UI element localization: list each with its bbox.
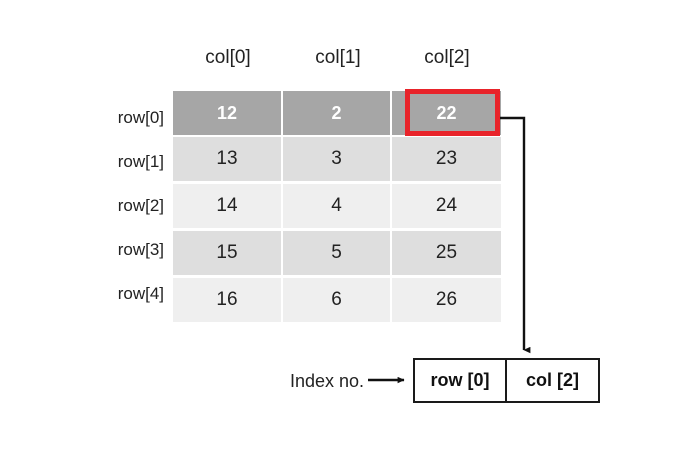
table-cell: 14 — [173, 184, 283, 228]
table-cell: 5 — [283, 231, 392, 275]
index-notation-box: row [0] col [2] — [413, 358, 600, 403]
row-label-row2: row[2] — [117, 196, 164, 215]
table-row: 12 2 22 — [173, 91, 501, 135]
row-label-row1: row[1] — [117, 152, 164, 171]
table-cell: 16 — [173, 278, 283, 322]
row-label-row4: row[4] — [117, 284, 164, 303]
table-cell: 12 — [173, 91, 283, 135]
table-cell: 24 — [392, 184, 501, 228]
table-cell: 13 — [173, 137, 283, 181]
row-label-row0: row[0] — [117, 108, 164, 127]
table-row: 15 5 25 — [173, 231, 501, 275]
table-cell: 4 — [283, 184, 392, 228]
row-label-row3: row[3] — [117, 240, 164, 259]
index-col-cell: col [2] — [525, 370, 579, 390]
matrix-grid: 12 2 22 13 3 23 14 4 24 15 5 25 16 6 26 — [173, 91, 501, 327]
table-row: 14 4 24 — [173, 184, 501, 228]
table-cell: 6 — [283, 278, 392, 322]
table-cell: 23 — [392, 137, 501, 181]
column-header-col1: col[1] — [315, 47, 361, 68]
table-cell: 26 — [392, 278, 501, 322]
cell-to-index-connector — [500, 116, 531, 354]
index-row-cell: row [0] — [415, 360, 507, 401]
table-cell: 25 — [392, 231, 501, 275]
table-cell: 2 — [283, 91, 392, 135]
table-row: 13 3 23 — [173, 137, 501, 181]
table-cell: 22 — [392, 91, 501, 135]
table-cell: 3 — [283, 137, 392, 181]
column-header-col0: col[0] — [205, 47, 251, 68]
column-header-col2: col[2] — [424, 47, 470, 68]
table-row: 16 6 26 — [173, 278, 501, 322]
index-caption-label: Index no. — [290, 371, 365, 391]
table-cell: 15 — [173, 231, 283, 275]
